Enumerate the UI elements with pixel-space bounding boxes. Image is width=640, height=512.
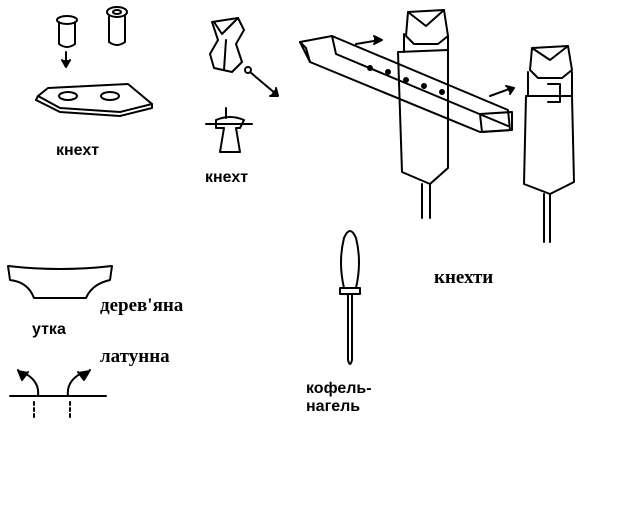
label-kofel-line2: нагель [306, 398, 361, 416]
label-kofel-line1: кофель- [306, 380, 372, 397]
label-derevyana: дерев'яна [100, 295, 184, 316]
knecht-bolt-drawing [56, 6, 128, 68]
label-knechty: кнехти [434, 267, 494, 288]
label-knecht-middle: кнехт [205, 169, 249, 186]
brass-cleat-drawing [9, 369, 107, 421]
knecht-rail-assembly-drawing [299, 9, 575, 243]
label-utka: утка [32, 321, 66, 338]
label-kofel-nagel: кофель- нагель [306, 380, 372, 417]
knecht-plate-drawing [35, 83, 153, 117]
knecht-figure-drawing [205, 17, 279, 153]
belaying-pin-drawing [339, 230, 361, 365]
label-latunna: латунна [100, 346, 170, 367]
label-knecht-left: кнехт [56, 142, 100, 159]
wooden-cleat-drawing [7, 265, 113, 299]
